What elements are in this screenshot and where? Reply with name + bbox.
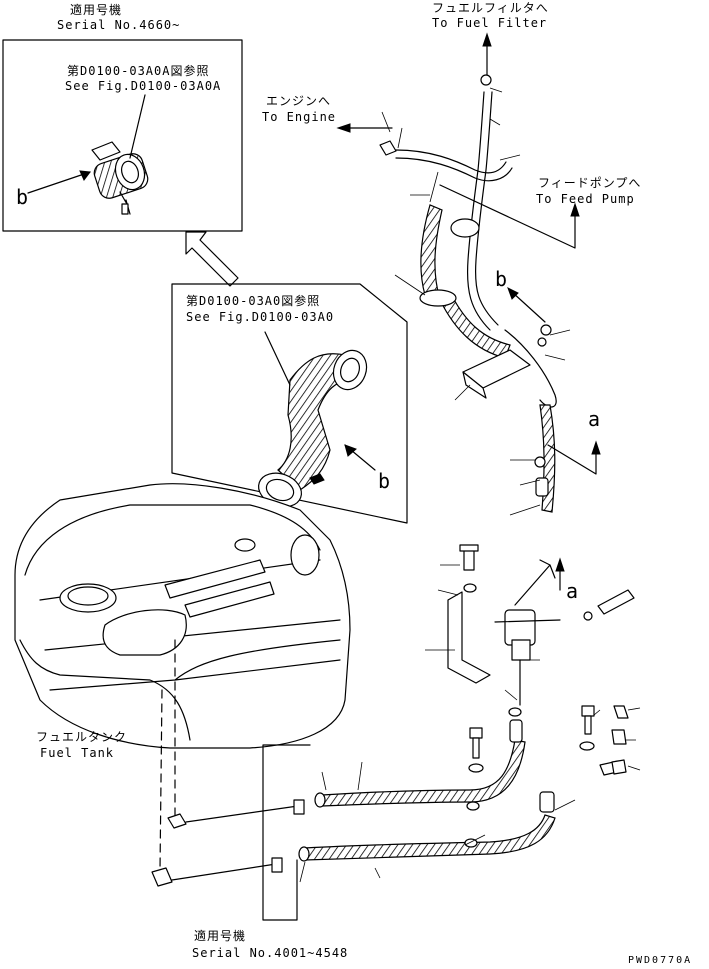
fuel-tank: [14, 483, 351, 887]
callout-b-right: b: [495, 267, 508, 291]
fig-a0a-en-label: See Fig.D0100-03A0A: [65, 79, 222, 93]
leader-fig-a0: [264, 331, 291, 386]
drawing-code: PWD0770A: [628, 955, 693, 966]
feed-pump-jp-label: フィードポンプへ: [538, 176, 642, 190]
serial-4001-jp-label: 適用号機: [194, 929, 247, 943]
upper-hose-assembly: [336, 32, 601, 516]
serial-4001-en-label: Serial No.4001~4548: [192, 946, 349, 960]
engine-jp-label: エンジンへ: [266, 94, 332, 108]
serial-4660-jp-label: 適用号機: [70, 3, 123, 17]
fig-a0-en-label: See Fig.D0100-03A0: [186, 310, 335, 324]
leader-fig-a0a: [129, 94, 146, 159]
callout-a-upper: a: [588, 407, 601, 431]
fuel-tank-jp-label: フュエルタンク: [36, 730, 128, 744]
arrow-b-left: [27, 171, 91, 194]
fuel-filter-en-label: To Fuel Filter: [432, 16, 548, 30]
fig-a0a-jp-label: 第D0100-03A0A図参照: [67, 64, 210, 78]
lower-hose-assembly: [262, 705, 641, 921]
fig-a0-jp-label: 第D0100-03A0図参照: [186, 294, 321, 308]
fuel-tank-en-label: Fuel Tank: [40, 746, 115, 760]
detail-box-serial-4660: [2, 39, 243, 232]
detail-box-fig-a0: [171, 283, 408, 524]
hollow-arrow-to-detail: [185, 231, 239, 287]
serial-4660-en-label: Serial No.4660~: [57, 18, 181, 32]
fuel-filter-jp-label: フュエルフィルタへ: [432, 1, 549, 15]
filter-bracket-assembly: [425, 544, 635, 717]
callout-b-left: b: [16, 185, 29, 209]
elbow-hose-part: [258, 349, 368, 508]
callout-b-mid: b: [378, 469, 391, 493]
feed-pump-en-label: To Feed Pump: [536, 192, 635, 206]
engine-en-label: To Engine: [262, 110, 337, 124]
pipe-fitting-small: [91, 141, 149, 215]
callout-a-lower: a: [566, 579, 579, 603]
